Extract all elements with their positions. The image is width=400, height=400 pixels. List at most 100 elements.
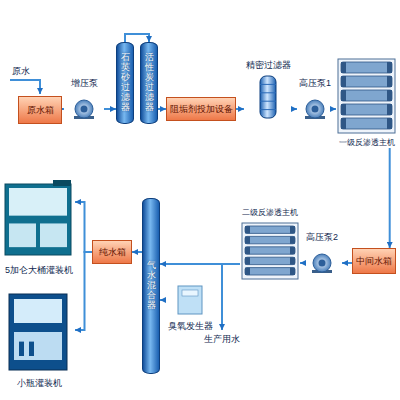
membrane-rack-part [245,236,250,243]
membrane-rack-part [341,90,392,101]
pump-icon [64,98,104,120]
pump-icon-part [75,100,93,118]
filter-cylinder [244,74,292,120]
node-label: 小瓶灌装机 [17,378,62,388]
membrane-rack-part [245,268,250,275]
pump-icon [302,252,342,274]
machine-drawing-part [29,342,34,356]
pump-unit: 高压泵2 [302,232,342,274]
node-label: 精密过滤器 [246,60,291,70]
filling-machine: 5加仑大桶灌装机 [3,180,75,275]
membrane-rack-part [341,76,346,87]
machine-drawing-part [9,223,36,247]
membrane-rack-part [242,223,298,279]
membrane-rack-part [341,76,392,87]
pipe-connector [125,34,149,42]
filter-cylinder-part [260,101,276,102]
membrane-rack-part [338,59,395,133]
pump-icon-part [306,100,324,118]
membrane-rack-part [341,118,346,129]
pipe-connector [132,251,142,253]
flow-label: 原水 [12,66,30,76]
membrane-rack-part [290,236,295,243]
pipe-connector [292,108,297,110]
filter-cylinder-part [260,109,276,110]
pipe-connector [300,262,302,264]
membrane-rack-part [341,104,392,115]
pump-icon [297,98,333,120]
pipe-connector [158,108,166,110]
membrane-rack-part [341,62,346,73]
pipe-connector [342,262,352,264]
membrane-rack-part [245,268,295,275]
membrane-rack-part [387,76,392,87]
node-label: 增压泵 [71,78,98,88]
pipe-connector [104,108,116,110]
pipe-connector [236,108,244,110]
ozone-box-part [178,286,202,314]
node-label: 臭氧发生器 [168,321,213,331]
filter-cylinder-part [260,76,276,118]
pipe-connector [75,252,92,330]
membrane-rack-part [245,257,295,264]
filter-cylinder-part [260,92,276,93]
pump-unit: 增压泵 [64,78,104,120]
node-label: 一级反渗透主机 [339,138,395,148]
machine-drawing-part [5,184,71,255]
ozone-box [166,285,214,315]
membrane-rack-part [245,226,250,233]
node-label: 中间水箱 [356,256,392,266]
filling-machine: 小瓶灌装机 [3,292,75,388]
membrane-rack-part [245,247,250,254]
membrane-rack-part [387,118,392,129]
node-label: 纯水箱 [99,247,126,257]
machine-drawing-part [53,180,71,186]
membrane-rack-part [341,62,392,73]
membrane-rack-part [290,247,295,254]
machine-drawing-part [9,188,67,216]
ro-unit: 一级反渗透主机 [336,58,397,148]
pump-icon-part [311,106,318,113]
branch-pipe [221,264,223,330]
membrane-rack [336,58,397,134]
node-label: 阻垢剂投加设备 [170,104,233,114]
precision-filter: 精密过滤器 [244,60,292,120]
membrane-rack-part [387,90,392,101]
tank-box: 原水箱 [18,96,62,124]
membrane-rack-part [341,118,392,129]
machine-drawing-part [40,223,67,247]
ro-unit: 二级反渗透主机 [240,208,300,280]
ozone-box-part [182,290,198,296]
tank-box: 纯水箱 [92,240,132,264]
pipe-connector [333,108,336,110]
ozone-generator: 臭氧发生器 [166,285,214,331]
membrane-rack-part [245,236,295,243]
node-label: 石英砂过滤器 [121,53,130,112]
membrane-rack [240,222,300,280]
membrane-rack-part [290,226,295,233]
filter-cylinder-part [260,84,276,85]
node-label: 原水箱 [27,105,54,115]
membrane-rack-part [245,247,295,254]
filter-column: 石英砂过滤器 [116,42,134,124]
membrane-rack-part [387,62,392,73]
inlet-pipe [10,80,40,94]
pipe-connector [389,148,391,248]
machine-drawing-part [9,294,67,370]
membrane-rack-part [245,257,250,264]
node-label: 高压泵1 [299,78,331,88]
tank-box: 中间水箱 [352,248,396,274]
tank-box: 阻垢剂投加设备 [166,97,236,121]
pipe-connector [160,299,166,301]
machine-drawing-part [14,332,62,360]
pipe-connector [62,108,64,110]
pump-icon-part [319,260,326,267]
machine-drawing [3,180,75,259]
membrane-rack-part [245,226,295,233]
node-label: 二级反渗透主机 [242,208,298,218]
node-label: 高压泵2 [306,232,338,242]
membrane-rack-part [387,104,392,115]
filter-column: 气水混合器 [142,198,160,374]
pump-unit: 高压泵1 [297,78,333,120]
machine-drawing-part [14,299,62,323]
